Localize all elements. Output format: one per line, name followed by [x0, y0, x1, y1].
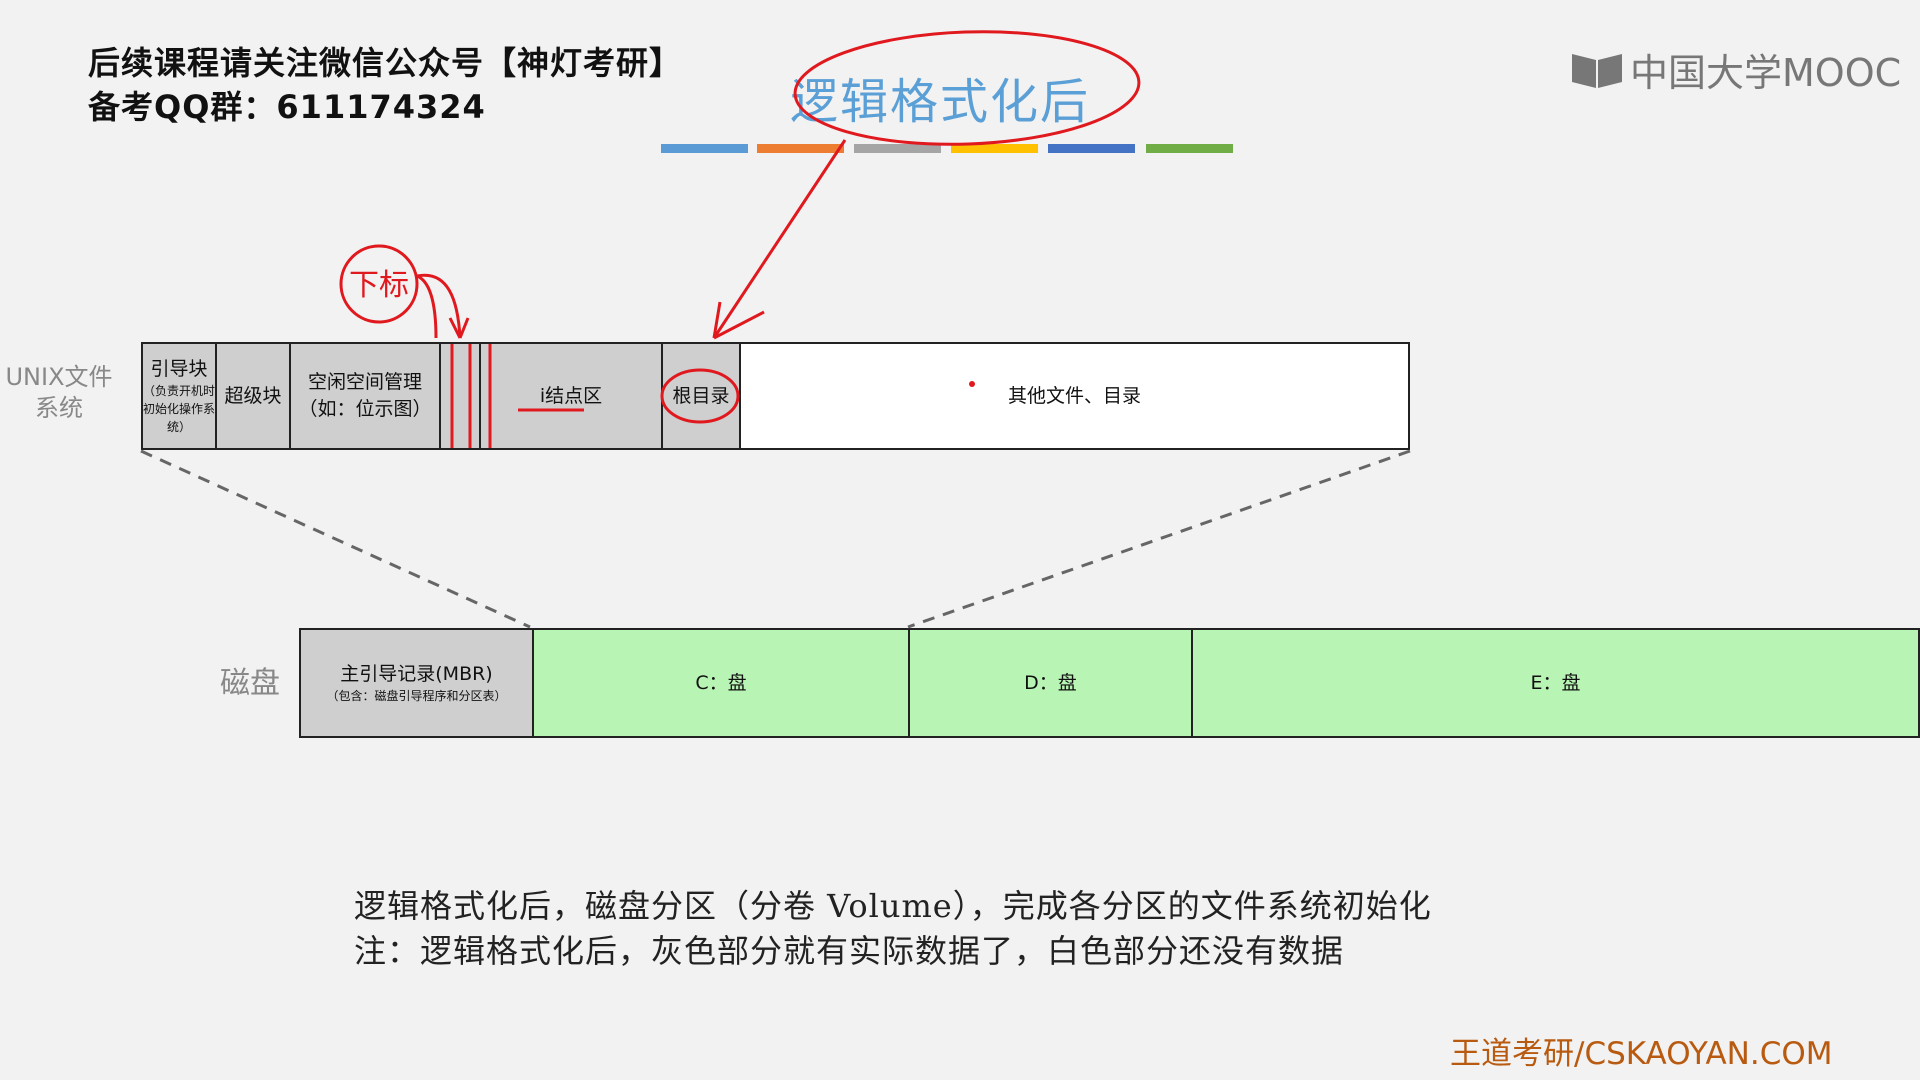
root-dir-circle — [660, 368, 740, 424]
mbr-block: 主引导记录(MBR) （包含：磁盘引导程序和分区表） — [301, 630, 534, 736]
super-block-title: 超级块 — [224, 384, 282, 407]
color-bar-2 — [757, 144, 844, 153]
disk-label: 磁盘 — [220, 666, 280, 701]
color-bar-1 — [661, 144, 748, 153]
book-icon — [1572, 53, 1622, 88]
site-watermark: 王道考研/CSKAOYAN.COM — [1450, 1036, 1833, 1072]
zoom-line-left — [140, 449, 531, 629]
mbr-desc: （包含：磁盘引导程序和分区表） — [326, 689, 507, 704]
color-bar-4 — [951, 144, 1038, 153]
subscript-arrow-2 — [416, 274, 438, 339]
partition-c-label: C：盘 — [695, 671, 747, 694]
note-line-1: 逻辑格式化后，磁盘分区（分卷 Volume），完成各分区的文件系统初始化 — [354, 887, 1432, 925]
subscript-arrowhead — [448, 317, 470, 339]
header-line-2: 备考QQ群：611174324 — [88, 88, 486, 126]
pointer-arrowhead — [712, 301, 765, 340]
unix-fs-label: UNIX文件系统 — [5, 363, 113, 423]
title-circle — [793, 30, 1141, 146]
header-line-1: 后续课程请关注微信公众号【神灯考研】 — [88, 44, 683, 82]
color-bar-3 — [854, 144, 941, 153]
annotation-title: 逻辑格式化后 — [790, 74, 1091, 130]
other-files-area: 其他文件、目录 — [741, 344, 1408, 448]
zoom-line-right — [907, 449, 1411, 629]
subscript-handwritten: 下标 — [349, 268, 409, 303]
free-space-desc: （如：位示图） — [298, 398, 432, 420]
super-block: 超级块 — [217, 344, 291, 448]
boot-block-title: 引导块 — [150, 357, 208, 380]
boot-block-desc: （负责开机时初始化操作系统） — [143, 384, 216, 435]
inode-area-title: i结点区 — [539, 384, 603, 407]
partition-c: C：盘 — [534, 630, 910, 736]
mooc-logo: 中国大学MOOC — [1570, 42, 1901, 97]
free-space-title: 空闲空间管理 — [307, 371, 422, 394]
free-space-mgmt: 空闲空间管理 （如：位示图） — [291, 344, 441, 448]
logo-text: 中国大学MOOC — [1630, 51, 1902, 95]
boot-block: 引导块 （负责开机时初始化操作系统） — [143, 344, 217, 448]
partition-d: D：盘 — [910, 630, 1193, 736]
disk-layout: 主引导记录(MBR) （包含：磁盘引导程序和分区表） C：盘 D：盘 E：盘 — [299, 628, 1920, 738]
root-directory-title: 根目录 — [672, 384, 730, 407]
color-bar-5 — [1048, 144, 1135, 153]
explanation-note: 逻辑格式化后，磁盘分区（分卷 Volume），完成各分区的文件系统初始化 注：逻… — [354, 884, 1432, 974]
other-files-title: 其他文件、目录 — [1007, 384, 1141, 407]
inode-area: i结点区 — [481, 344, 663, 448]
unix-fs-layout: 引导块 （负责开机时初始化操作系统） 超级块 空闲空间管理 （如：位示图） i结… — [141, 342, 1410, 450]
color-bar-6 — [1146, 144, 1233, 153]
red-dot — [969, 381, 975, 387]
empty-gray-segment — [441, 344, 481, 448]
root-directory: 根目录 — [663, 344, 741, 448]
partition-d-label: D：盘 — [1024, 671, 1077, 694]
partition-e-label: E：盘 — [1530, 671, 1581, 694]
subscript-circle — [339, 244, 419, 324]
note-line-2: 注：逻辑格式化后，灰色部分就有实际数据了，白色部分还没有数据 — [354, 931, 1345, 970]
pointer-arrow — [712, 139, 847, 339]
partition-e: E：盘 — [1193, 630, 1918, 736]
mbr-title: 主引导记录(MBR) — [340, 662, 493, 685]
subscript-arrow — [416, 273, 462, 339]
